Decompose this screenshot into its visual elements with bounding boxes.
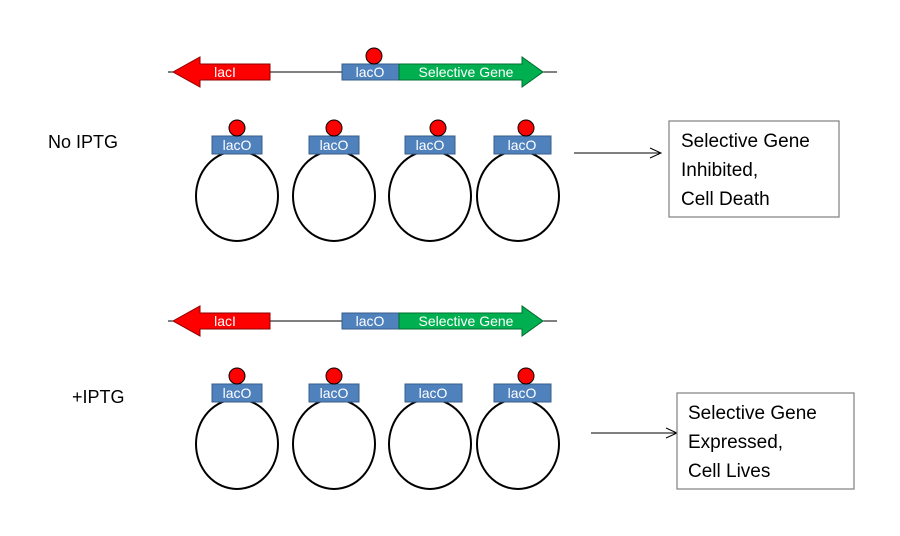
plasmid-ring [195,150,279,242]
plasmid-operator-label: lacO [419,385,448,401]
repressor-dot [517,367,535,385]
outcome-line-1: Selective Gene [688,403,817,424]
bottom-outcome-arrow [591,427,679,439]
bottom-laci-arrow [171,305,271,337]
top-construct-repressor [365,47,383,65]
bottom-laco-label: lacO [356,313,385,329]
plasmid-ring [476,150,560,242]
plasmid-operator-label: lacO [320,137,349,153]
plasmid-operator-box [404,135,456,155]
top-selective-gene-arrow [398,56,544,88]
plasmid-operator-label: lacO [416,137,445,153]
outcome-line-3: Cell Death [681,189,770,210]
plasmid-operator-label: lacO [508,385,537,401]
repressor-dot [325,119,343,137]
plasmid-operator-label: lacO [223,385,252,401]
outcome-line-2: Inhibited, [681,160,758,181]
repressor-dot [517,119,535,137]
outcome-line-3: Cell Lives [688,461,770,482]
top-gene-label: Selective Gene [419,64,514,80]
plasmid-ring [388,150,472,242]
plasmid-operator-box [404,383,463,403]
top-plasmid-3: lacO [388,119,472,242]
outcome-line-1: Selective Gene [681,131,810,152]
top-laci-arrow [171,56,271,88]
bottom-plasmid-1: lacO [195,367,279,490]
top-plasmid-4: lacO [476,119,560,242]
repressor-dot [429,119,447,137]
top-panel: No IPTG lacI lacO Selective Gene lacO [48,47,840,242]
top-outcome-arrow [574,147,663,159]
plasmid-operator-box [493,135,552,155]
top-laco-label: lacO [356,64,385,80]
top-laci-label: lacI [214,64,236,80]
bottom-outcome-box: Selective Gene Expressed, Cell Lives [676,392,855,490]
top-construct: lacI lacO Selective Gene [168,47,557,88]
bottom-panel: +IPTG lacI lacO Selective Gene lacO lacO [72,305,855,490]
bottom-plasmid-row: lacO lacO lacO lacO [195,367,560,490]
top-plasmid-2: lacO [292,119,376,242]
plasmid-ring [195,398,279,490]
plasmid-ring [388,398,472,490]
bottom-laci-label: lacI [214,313,236,329]
repressor-dot [325,367,343,385]
bottom-selective-gene-arrow [398,305,544,337]
bottom-gene-label: Selective Gene [419,313,514,329]
top-condition-label: No IPTG [48,132,118,152]
outcome-line-2: Expressed, [688,432,783,453]
plasmid-operator-box [493,383,552,403]
bottom-plasmid-2: lacO [292,367,376,490]
plasmid-ring [292,398,376,490]
outcome-box-frame [668,120,840,218]
top-outcome-box: Selective Gene Inhibited, Cell Death [668,120,840,218]
bottom-construct: lacI lacO Selective Gene [168,305,557,337]
plasmid-ring [476,398,560,490]
plasmid-operator-label: lacO [223,137,252,153]
repressor-dot [228,367,246,385]
plasmid-operator-label: lacO [508,137,537,153]
top-plasmid-1: lacO [195,119,279,242]
bottom-plasmid-3: lacO [388,383,472,490]
plasmid-ring [292,150,376,242]
top-plasmid-row: lacO lacO lacO lacO [195,119,560,242]
outcome-box-frame [676,392,855,490]
repressor-dot [228,119,246,137]
bottom-condition-label: +IPTG [72,387,125,407]
plasmid-operator-label: lacO [320,385,349,401]
bottom-plasmid-4: lacO [476,367,560,490]
